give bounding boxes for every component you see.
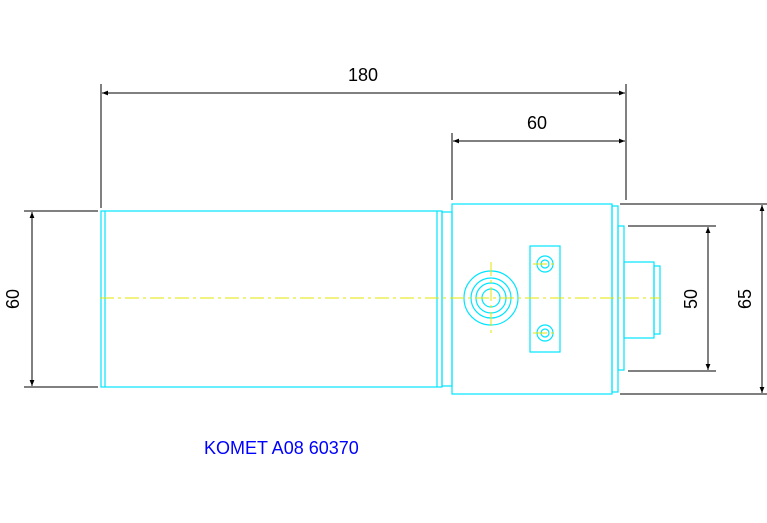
dim-overall-length [100,84,627,208]
drawing-title: KOMET A08 60370 [204,438,359,458]
body-head-transition [441,211,453,387]
dim-head-length-label: 60 [527,113,547,133]
part-outline [100,203,661,395]
dim-head-height-label: 65 [735,289,755,309]
head-flange [611,205,625,393]
dim-body-diameter-label: 60 [3,289,23,309]
centerlines [100,262,660,334]
dim-shank-diameter-label: 50 [681,289,701,309]
dimensions [24,84,767,395]
dim-head-height [620,203,767,395]
dim-body-diameter [24,210,98,388]
dim-shank-diameter [628,225,716,372]
clamp-plate [529,245,561,353]
dim-head-length [451,133,625,200]
dim-overall-length-label: 180 [348,65,378,85]
body-cylinder [100,210,443,388]
shank [623,261,661,339]
